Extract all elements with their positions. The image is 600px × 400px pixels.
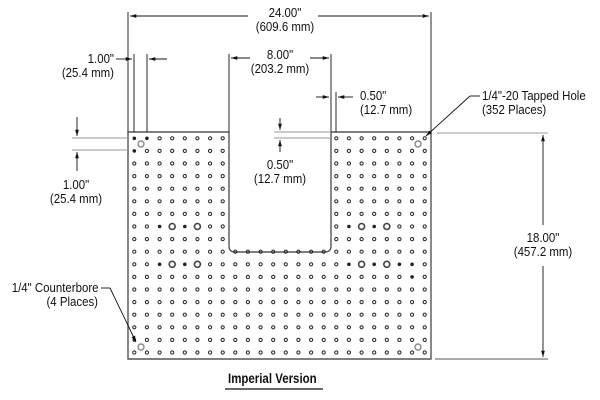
- hole-spacing-v-dimension: [72, 117, 128, 171]
- counterbore-callout: 1/4" Counterbore (4 Places): [11, 280, 99, 309]
- hole-spacing-h-label: 1.00" (25.4 mm): [61, 51, 114, 80]
- overall-height-label: 18.00" (457.2 mm): [513, 230, 573, 259]
- tapped-hole-callout: 1/4"-20 Tapped Hole (352 Places): [482, 88, 586, 117]
- counterbore-leader: [101, 287, 137, 343]
- overall-height-dimension: [435, 132, 548, 360]
- edge-offset-v-label: 0.50" (12.7 mm): [253, 157, 307, 186]
- overall-width-label: 24.00" (609.6 mm): [255, 5, 315, 34]
- tapped-hole-leader: [425, 95, 480, 137]
- cutout-width-dimension: [228, 54, 332, 132]
- cutout-width-label: 8.00" (203.2 mm): [250, 47, 310, 76]
- overall-width-dimension: [127, 12, 432, 132]
- tapped-hole-grid: [132, 136, 427, 355]
- hole-spacing-v-label: 1.00" (25.4 mm): [49, 177, 103, 206]
- edge-offset-h-dimension: [316, 92, 353, 132]
- counterbore-holes: [137, 140, 422, 351]
- edge-offset-v-dimension: [274, 118, 331, 152]
- drawing-title: Imperial Version: [228, 371, 317, 386]
- edge-offset-h-label: 0.50" (12.7 mm): [360, 88, 413, 117]
- hole-spacing-h-dimension: [116, 54, 167, 132]
